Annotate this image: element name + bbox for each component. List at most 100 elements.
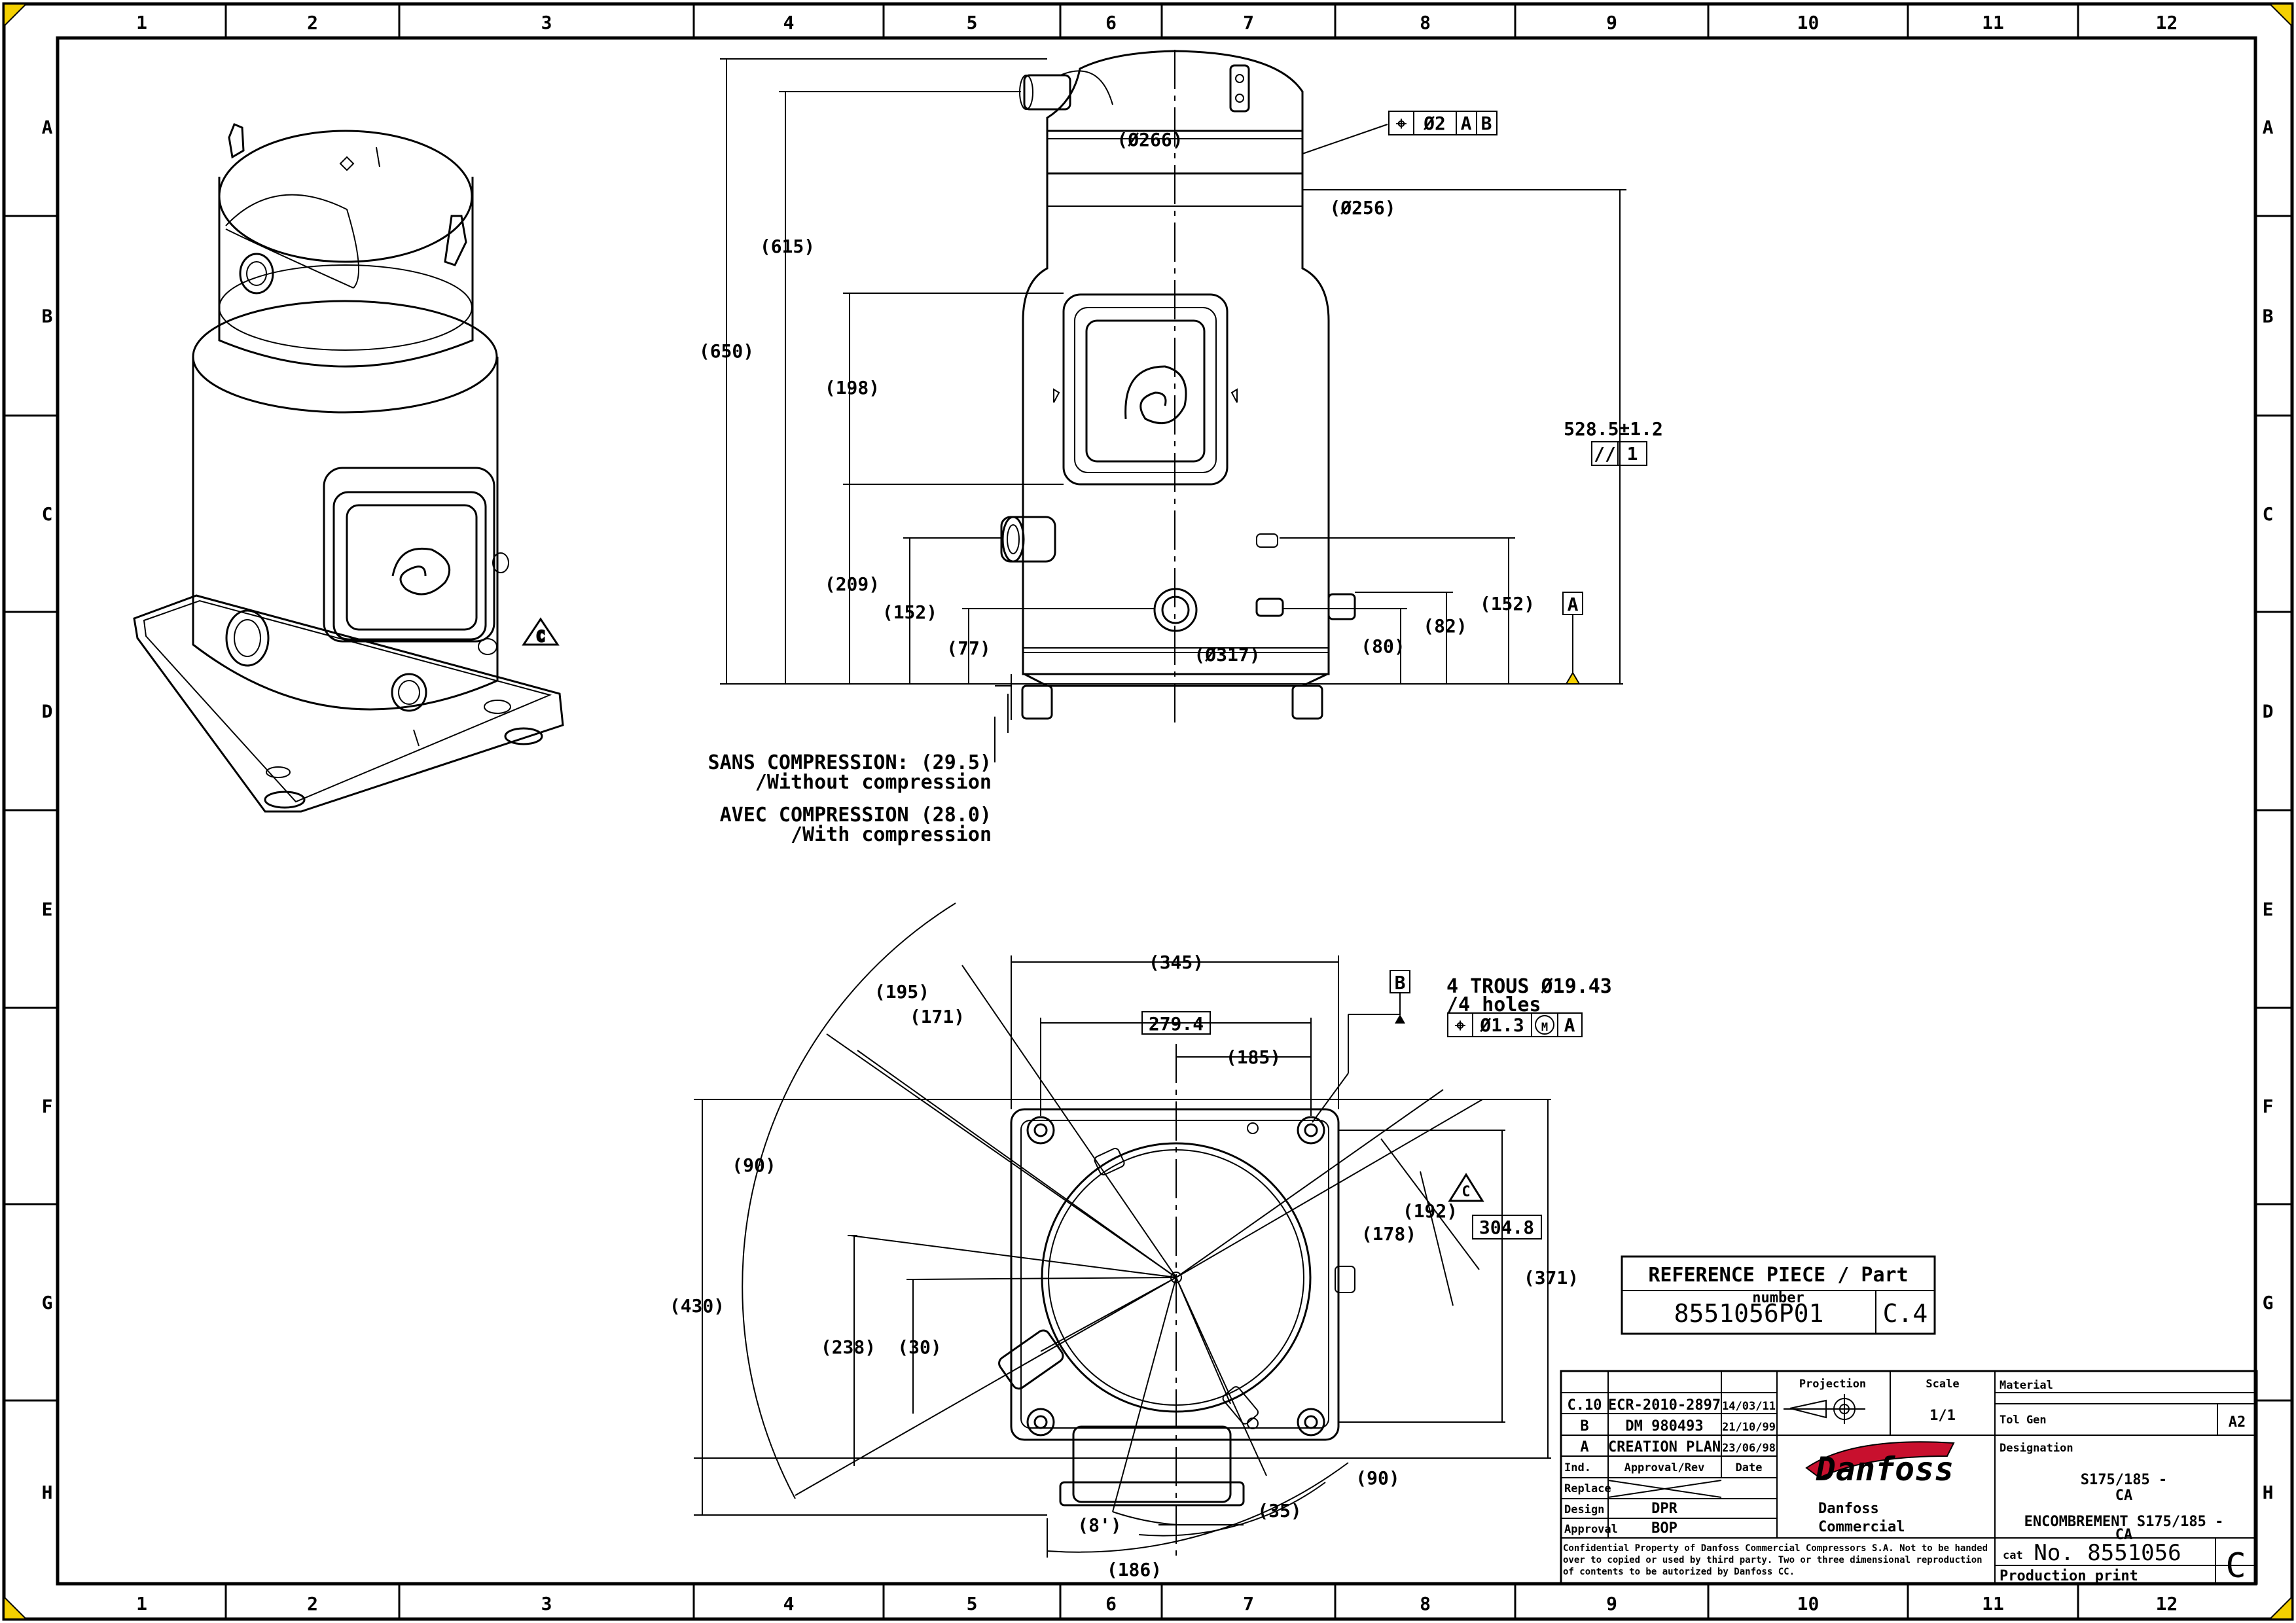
- flatness-symbol: //: [1594, 443, 1616, 465]
- confidential-line2: over to copied or used by third party. T…: [1563, 1555, 1982, 1565]
- flatness-value: 1: [1627, 443, 1638, 465]
- note-without-compression: /Without compression: [755, 771, 992, 794]
- tol-value: A2: [2229, 1414, 2246, 1431]
- designation-line1: S175/185 -: [2081, 1472, 2167, 1488]
- status-label: Production print: [2000, 1568, 2138, 1584]
- dim-w185: (185): [1226, 1046, 1281, 1068]
- title-revision: C: [2225, 1546, 2246, 1586]
- zone-row-label-left: H: [42, 1482, 53, 1503]
- zone-col-label-bottom: 5: [967, 1593, 978, 1614]
- hole-tolerance-frame: ⌖ Ø1.3 M A: [1447, 1012, 1583, 1037]
- zone-col-label-top: 1: [136, 12, 147, 33]
- header-ind: Ind.: [1564, 1461, 1591, 1474]
- zone-col-label-top: 6: [1105, 12, 1117, 33]
- zone-row-label-right: D: [2263, 701, 2274, 722]
- dim-h650: (650): [699, 340, 754, 362]
- dim-a90-bottom: (90): [1355, 1467, 1399, 1489]
- zone-row-label-right: A: [2263, 116, 2274, 138]
- zone-row-label-left: C: [42, 503, 53, 525]
- dim-w279: 279.4: [1149, 1013, 1204, 1035]
- zone-col-label-bottom: 7: [1243, 1593, 1254, 1614]
- zone-col-label-bottom: 8: [1420, 1593, 1431, 1614]
- danfoss-logo: Danfoss: [1805, 1441, 1955, 1488]
- zone-col-label-bottom: 1: [136, 1593, 147, 1614]
- confidential-line3: of contents to be autorized by Danfoss C…: [1563, 1567, 1795, 1577]
- zone-col-label-top: 8: [1420, 12, 1431, 33]
- rev-3-date: 23/06/98: [1722, 1442, 1776, 1455]
- approval-label: Approval: [1564, 1523, 1618, 1536]
- zone-grid-ticks: [4, 4, 2292, 1619]
- rev-3-id: A: [1580, 1439, 1588, 1455]
- logo-text: Danfoss: [1816, 1450, 1954, 1488]
- confidential-line1: Confidential Property of Danfoss Commerc…: [1563, 1543, 1988, 1554]
- design-label: Design: [1564, 1503, 1604, 1516]
- position-datum-a: A: [1461, 113, 1472, 134]
- dim-h209: (209): [825, 573, 880, 595]
- approval-value: BOP: [1651, 1520, 1677, 1537]
- zone-col-label-bottom: 10: [1797, 1593, 1820, 1614]
- zone-row-label-left: E: [42, 899, 53, 920]
- dim-h198: (198): [825, 377, 880, 399]
- zone-col-label-bottom: 6: [1105, 1593, 1117, 1614]
- rev-1-id: C.10: [1568, 1397, 1602, 1414]
- zone-row-label-right: F: [2263, 1096, 2274, 1117]
- rev-2-id: B: [1580, 1418, 1588, 1435]
- note-with-compression: /With compression: [791, 823, 992, 846]
- dim-h192: (192): [1403, 1200, 1458, 1222]
- plan-view: (345) 279.4 (185) (195) (171) (90) (430)…: [670, 902, 1612, 1580]
- zone-col-label-top: 7: [1243, 12, 1254, 33]
- company-line2: Commercial: [1818, 1519, 1905, 1535]
- designation-line3: ENCOMBREMENT S175/185 -: [2024, 1514, 2224, 1530]
- iso-revision-mark: C: [536, 629, 545, 645]
- isometric-view: C: [133, 123, 564, 813]
- dim-d256: (Ø256): [1329, 197, 1395, 219]
- reference-revision: C.4: [1883, 1299, 1928, 1328]
- hole-tol-symbol: ⌖: [1455, 1014, 1465, 1036]
- position-tolerance-frame: ⌖ Ø2 A B: [1388, 111, 1498, 135]
- zone-row-label-left: B: [42, 306, 53, 327]
- rev-1-desc: ECR-2010-2897: [1608, 1397, 1721, 1414]
- zone-row-label-right: E: [2263, 899, 2274, 920]
- dim-w345: (345): [1149, 952, 1204, 973]
- dim-h80: (80): [1361, 635, 1405, 657]
- zone-col-label-bottom: 11: [1982, 1593, 2004, 1614]
- dim-h304: 304.8: [1479, 1217, 1534, 1238]
- zone-col-label-top: 9: [1606, 12, 1617, 33]
- datum-b-label: B: [1395, 972, 1406, 993]
- dim-h238: (238): [821, 1336, 876, 1358]
- header-approval: Approval/Rev: [1624, 1461, 1705, 1474]
- dim-w186: (186): [1107, 1559, 1162, 1580]
- zone-row-label-right: G: [2263, 1292, 2274, 1313]
- zone-col-label-top: 11: [1982, 12, 2004, 33]
- designation-line2: CA: [2115, 1488, 2133, 1504]
- dim-a90-top: (90): [732, 1154, 776, 1176]
- rev-3-desc: CREATION PLAN: [1608, 1439, 1721, 1455]
- cat-label: cat: [2003, 1549, 2023, 1562]
- designation-line4: CA: [2115, 1527, 2133, 1543]
- zone-row-label-left: D: [42, 701, 53, 722]
- title-block: C.10 ECR-2010-2897 14/03/11 B DM 980493 …: [1560, 1370, 2258, 1586]
- dim-h152-right: (152): [1480, 593, 1535, 615]
- zone-col-label-bottom: 4: [783, 1593, 795, 1614]
- dim-h77: (77): [946, 637, 990, 659]
- position-datum-b: B: [1481, 113, 1492, 134]
- dim-d266: (Ø266): [1117, 129, 1183, 151]
- flatness-tolerance-frame: // 1: [1591, 441, 1647, 466]
- dim-h430: (430): [670, 1295, 725, 1317]
- front-view: A (Ø266) (Ø256) (615) (650) (198) (209) …: [699, 50, 1663, 846]
- dim-h528: 528.5±1.2: [1564, 418, 1663, 440]
- dim-w35: (35): [1257, 1500, 1301, 1522]
- datum-a-label: A: [1568, 594, 1579, 615]
- position-symbol: ⌖: [1396, 113, 1407, 134]
- reference-title: REFERENCE PIECE / Part: [1648, 1264, 1908, 1287]
- scale-label: Scale: [1926, 1378, 1959, 1391]
- dim-h371: (371): [1524, 1267, 1579, 1289]
- zone-col-label-top: 4: [783, 12, 795, 33]
- plan-revision-mark: C: [1462, 1184, 1470, 1200]
- dim-h152-left: (152): [882, 601, 937, 623]
- hole-tol-datum: A: [1564, 1014, 1575, 1036]
- rev-2-desc: DM 980493: [1625, 1418, 1703, 1435]
- projection-symbol-icon: [1784, 1394, 1865, 1424]
